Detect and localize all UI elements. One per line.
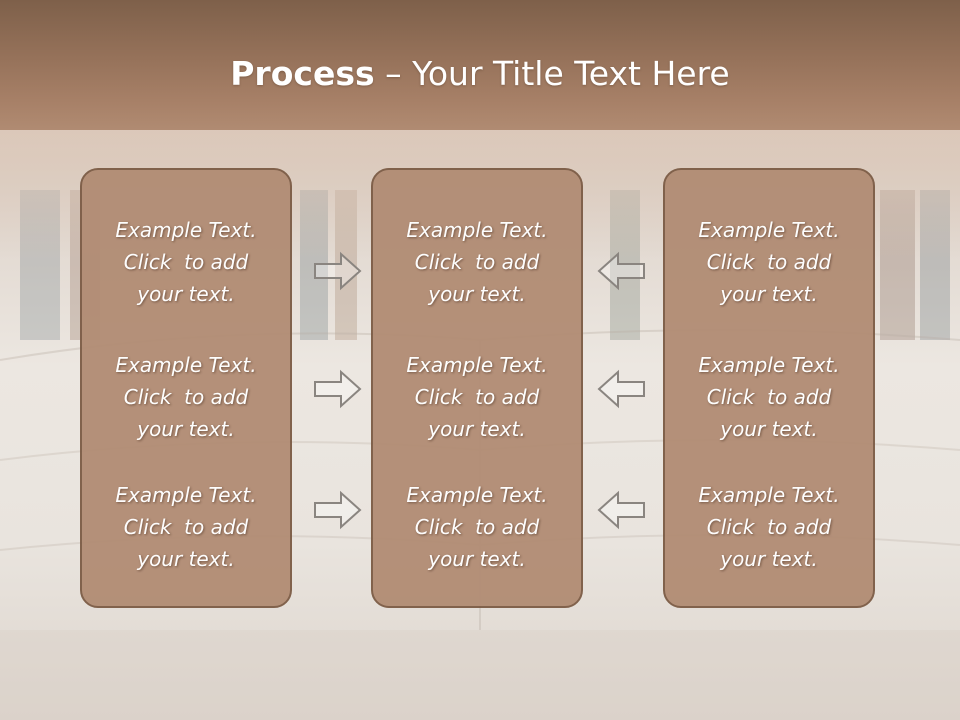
text-line: Click to add (414, 250, 540, 274)
text-placeholder[interactable]: Example Text. Click to add your text. (665, 214, 873, 310)
text-placeholder[interactable]: Example Text. Click to add your text. (373, 479, 581, 575)
text-line: your text. (137, 282, 235, 306)
text-line: your text. (720, 282, 818, 306)
text-line: Click to add (706, 385, 832, 409)
arrow-right-icon[interactable] (313, 490, 363, 530)
text-line: your text. (137, 547, 235, 571)
text-line: Click to add (706, 515, 832, 539)
text-line: Example Text. (115, 353, 257, 377)
text-line: Click to add (706, 250, 832, 274)
process-panel-right: Example Text. Click to add your text. Ex… (663, 168, 875, 608)
text-line: Example Text. (406, 483, 548, 507)
text-line: Click to add (414, 515, 540, 539)
arrow-right-icon[interactable] (313, 369, 363, 409)
text-line: Click to add (123, 385, 249, 409)
process-panel-left: Example Text. Click to add your text. Ex… (80, 168, 292, 608)
text-line: Example Text. (406, 218, 548, 242)
text-line: your text. (428, 547, 526, 571)
text-placeholder[interactable]: Example Text. Click to add your text. (373, 214, 581, 310)
text-placeholder[interactable]: Example Text. Click to add your text. (373, 349, 581, 445)
arrow-right-icon[interactable] (313, 251, 363, 291)
text-placeholder[interactable]: Example Text. Click to add your text. (82, 349, 290, 445)
arrow-left-icon[interactable] (596, 369, 646, 409)
text-line: Click to add (123, 515, 249, 539)
process-panel-center: Example Text. Click to add your text. Ex… (371, 168, 583, 608)
text-line: your text. (428, 417, 526, 441)
text-line: your text. (428, 282, 526, 306)
text-line: Example Text. (115, 218, 257, 242)
slide-title[interactable]: Process – Your Title Text Here (0, 54, 960, 93)
text-line: your text. (137, 417, 235, 441)
arrow-left-icon[interactable] (596, 490, 646, 530)
text-line: your text. (720, 417, 818, 441)
text-line: Example Text. (406, 353, 548, 377)
arrow-left-icon[interactable] (596, 251, 646, 291)
text-line: Example Text. (115, 483, 257, 507)
text-line: Example Text. (698, 353, 840, 377)
text-placeholder[interactable]: Example Text. Click to add your text. (82, 479, 290, 575)
title-rest: – Your Title Text Here (374, 54, 730, 93)
text-line: your text. (720, 547, 818, 571)
text-placeholder[interactable]: Example Text. Click to add your text. (665, 349, 873, 445)
header-band (0, 0, 960, 130)
text-line: Example Text. (698, 483, 840, 507)
text-placeholder[interactable]: Example Text. Click to add your text. (665, 479, 873, 575)
text-line: Click to add (123, 250, 249, 274)
text-line: Click to add (414, 385, 540, 409)
text-placeholder[interactable]: Example Text. Click to add your text. (82, 214, 290, 310)
title-bold: Process (230, 54, 375, 93)
text-line: Example Text. (698, 218, 840, 242)
